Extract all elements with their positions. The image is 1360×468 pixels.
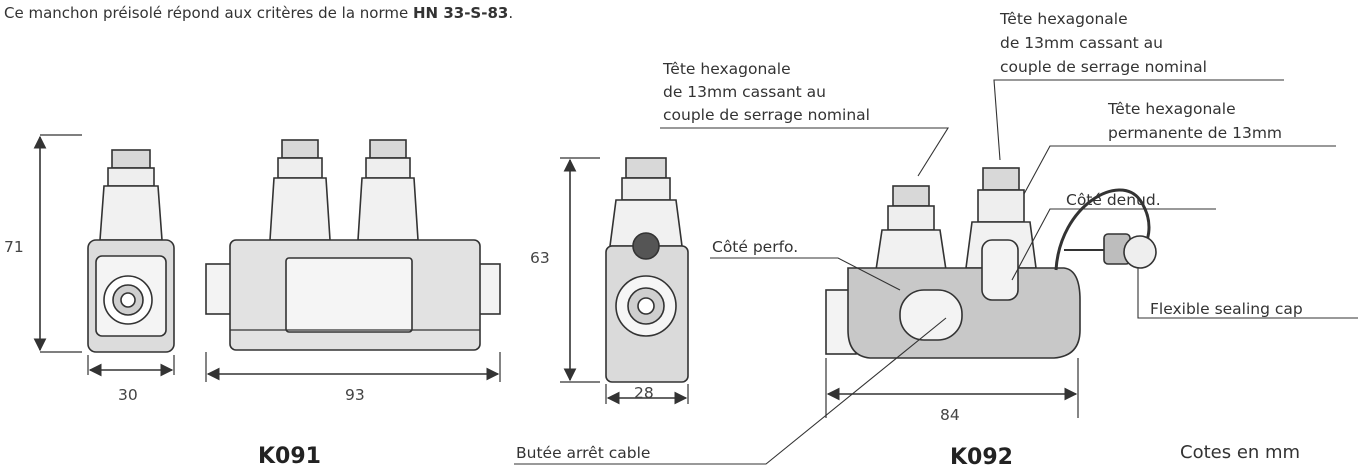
k092-width-value: 28 xyxy=(634,384,654,402)
k091-height-value: 71 xyxy=(4,238,24,256)
head-shear-label-1-line-2: de 13mm cassant au xyxy=(663,83,826,101)
norm-reference: HN 33-S-83 xyxy=(412,4,509,22)
head-shear-label-1-line-3: couple de serrage nominal xyxy=(663,106,870,124)
k091-model-label: K091 xyxy=(258,444,321,468)
k092-width-dimension: 28 xyxy=(605,384,689,405)
k091-width-value: 30 xyxy=(118,386,138,404)
k091-length-dimension: 93 xyxy=(205,352,501,404)
k092-length-dimension: 84 xyxy=(825,358,1079,424)
sealing-cap-label: Flexible sealing cap xyxy=(1150,300,1303,318)
head-permanent-label-line-2: permanente de 13mm xyxy=(1108,124,1282,142)
head-shear-label-2-line-1: Tête hexagonale xyxy=(999,10,1128,28)
stripped-side-label: Côté denud. xyxy=(1066,191,1161,209)
k091-length-value: 93 xyxy=(345,386,365,404)
k091-width-dimension: 30 xyxy=(87,355,175,404)
intro-text: Ce manchon préisolé répond aux critères … xyxy=(4,4,513,22)
head-permanent-label-line-1: Tête hexagonale xyxy=(1107,100,1236,118)
head-shear-label-2-line-2: de 13mm cassant au xyxy=(1000,34,1163,52)
head-shear-label-2-line-3: couple de serrage nominal xyxy=(1000,58,1207,76)
pierced-side-label: Côté perfo. xyxy=(712,238,798,256)
k092-front-view xyxy=(605,157,689,383)
k091-front-view xyxy=(87,149,175,353)
units-note: Cotes en mm xyxy=(1180,442,1300,463)
k092-model-label: K092 xyxy=(950,445,1013,468)
intro-suffix: . xyxy=(508,4,514,22)
k092-height-dimension: 63 xyxy=(530,157,600,383)
head-shear-label-1-line-1: Tête hexagonale xyxy=(662,60,791,78)
k091-height-dimension: 71 xyxy=(4,134,82,353)
k092-length-value: 84 xyxy=(940,406,960,424)
cable-stop-label: Butée arrêt cable xyxy=(516,444,650,462)
k091-side-view xyxy=(205,139,501,351)
k092-section-view xyxy=(825,167,1157,359)
k092-height-value: 63 xyxy=(530,249,550,267)
leader-lines xyxy=(514,79,1358,465)
intro-prefix: Ce manchon préisolé répond aux critères … xyxy=(4,4,413,22)
